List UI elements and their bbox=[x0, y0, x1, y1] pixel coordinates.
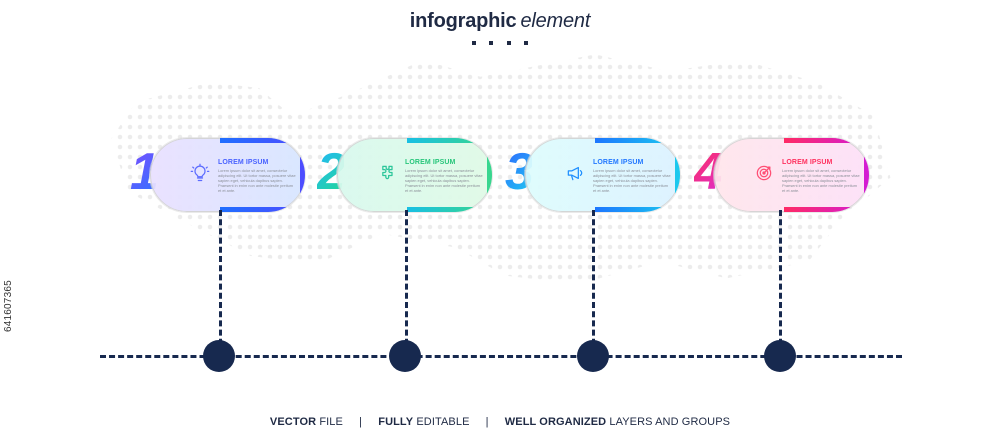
timeline-node bbox=[389, 340, 421, 372]
sidebar-id: 641607365 bbox=[3, 280, 14, 332]
vertical-connector bbox=[405, 210, 408, 354]
step-title: LOREM IPSUM bbox=[593, 159, 644, 166]
step-card-4: 4 LOREM IPSUM Lorem ipsum dolor sit amet… bbox=[694, 138, 869, 214]
footer-separator: | bbox=[485, 416, 489, 428]
step-card-3: 3 LOREM IPSUM Lorem ipsum dolor sit amet… bbox=[505, 138, 680, 214]
step-description: Lorem ipsum dolor sit amet, consectetur … bbox=[782, 168, 860, 193]
step-description: Lorem ipsum dolor sit amet, consectetur … bbox=[218, 168, 296, 193]
megaphone-icon bbox=[565, 163, 585, 183]
step-card: LOREM IPSUM Lorem ipsum dolor sit amet, … bbox=[714, 138, 869, 212]
title-dot bbox=[472, 41, 476, 45]
timeline-line bbox=[100, 355, 902, 358]
footer-part2-strong: FULLY bbox=[378, 416, 414, 428]
step-card-2: 2 LOREM IPSUM Lorem ipsum dolor sit amet… bbox=[317, 138, 492, 214]
card-accent-edge bbox=[407, 138, 492, 212]
timeline-node bbox=[577, 340, 609, 372]
footer-part1-rest: FILE bbox=[316, 416, 343, 428]
step-title: LOREM IPSUM bbox=[218, 159, 269, 166]
footer-part2-rest: EDITABLE bbox=[413, 416, 470, 428]
step-card: LOREM IPSUM Lorem ipsum dolor sit amet, … bbox=[525, 138, 680, 212]
card-accent-edge bbox=[784, 138, 869, 212]
step-title: LOREM IPSUM bbox=[405, 159, 456, 166]
timeline-node bbox=[203, 340, 235, 372]
step-description: Lorem ipsum dolor sit amet, consectetur … bbox=[593, 168, 671, 193]
step-description: Lorem ipsum dolor sit amet, consectetur … bbox=[405, 168, 483, 193]
title-dots bbox=[472, 41, 528, 49]
puzzle-icon bbox=[377, 163, 397, 183]
footer-part3-strong: WELL ORGANIZED bbox=[504, 416, 607, 428]
title-dot bbox=[506, 41, 511, 45]
footer-part3-rest: LAYERS AND GROUPS bbox=[606, 416, 731, 428]
footer-separator: | bbox=[359, 416, 363, 428]
lightbulb-icon bbox=[190, 163, 210, 183]
vertical-connector bbox=[592, 210, 595, 354]
title-dot bbox=[489, 41, 494, 45]
vertical-connector bbox=[779, 210, 782, 354]
target-icon bbox=[754, 163, 774, 183]
title-main: infographic bbox=[409, 10, 517, 32]
step-card: LOREM IPSUM Lorem ipsum dolor sit amet, … bbox=[150, 138, 305, 212]
footer-caption: VECTOR FILE | FULLY EDITABLE | WELL ORGA… bbox=[0, 416, 1000, 428]
card-accent-edge bbox=[595, 138, 680, 212]
title-dot bbox=[523, 41, 528, 45]
step-card-1: 1 LOREM IPSUM Lorem ipsum dolor sit amet… bbox=[130, 138, 305, 214]
title-accent: element bbox=[520, 10, 591, 32]
step-title: LOREM IPSUM bbox=[782, 159, 833, 166]
timeline-node bbox=[764, 340, 796, 372]
vertical-connector bbox=[219, 210, 222, 354]
card-accent-edge bbox=[220, 138, 305, 212]
footer-part1-strong: VECTOR bbox=[269, 416, 317, 428]
step-card: LOREM IPSUM Lorem ipsum dolor sit amet, … bbox=[337, 138, 492, 212]
